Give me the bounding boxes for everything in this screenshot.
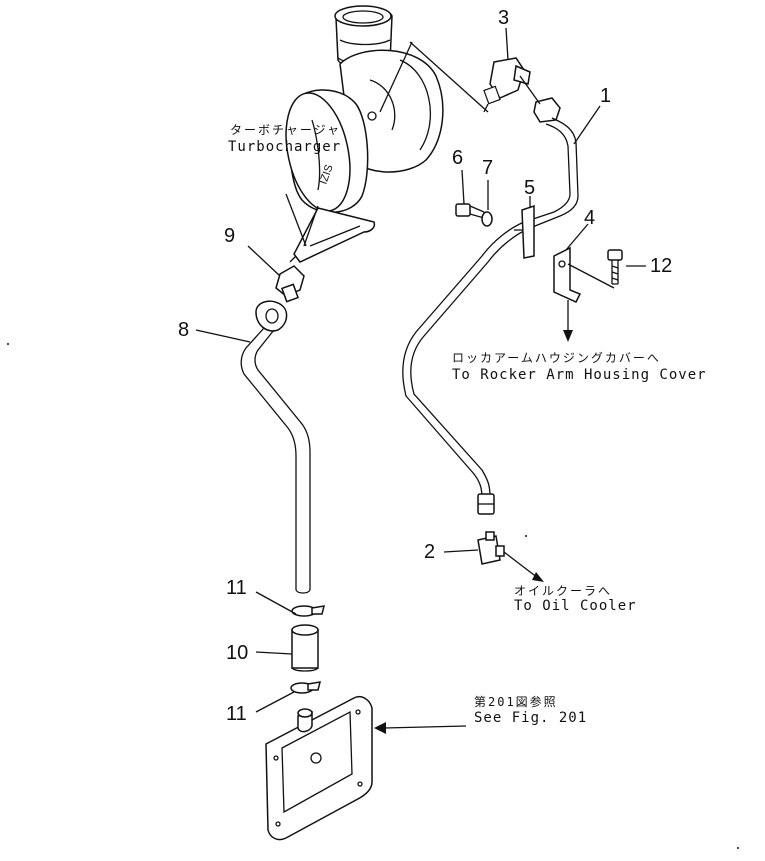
callout-12: 12 <box>650 255 673 277</box>
rocker-label-jp: ロッカアームハウジングカバーへ <box>452 351 661 365</box>
callout-3: 3 <box>498 7 510 29</box>
part-5-clip <box>514 204 535 259</box>
callout-8: 8 <box>178 319 190 341</box>
part-3-elbow-fitting <box>483 57 531 113</box>
part-2-tee-fitting <box>477 531 505 565</box>
part-4-bracket <box>553 246 615 303</box>
turbocharger: IZIS <box>285 5 444 263</box>
turbocharger-label-jp: ターボチャージャ <box>230 123 342 137</box>
part-7-washer <box>481 211 493 227</box>
callout-6: 6 <box>452 147 464 169</box>
callout-11-lower: 11 <box>226 703 247 725</box>
callout-5: 5 <box>524 177 536 199</box>
part-11-clamp-lower <box>290 681 322 694</box>
fig-ref-label-jp: 第201図参照 <box>474 695 558 709</box>
fig-ref-label-en: See Fig. 201 <box>474 710 588 726</box>
part-10-hose <box>291 624 319 672</box>
callout-9: 9 <box>224 225 236 247</box>
callout-10: 10 <box>226 642 249 664</box>
rocker-label-en: To Rocker Arm Housing Cover <box>452 367 707 383</box>
part-12-bolt <box>607 249 623 285</box>
part-9-adapter <box>275 255 305 303</box>
callout-4: 4 <box>584 207 596 229</box>
callout-1: 1 <box>600 85 612 107</box>
oil-cooler-label-jp: オイルクーラへ <box>514 584 613 598</box>
callout-11-upper: 11 <box>226 577 247 599</box>
cover-plate <box>265 696 373 841</box>
callout-2: 2 <box>424 541 436 563</box>
part-8-drain-pipe <box>240 300 311 594</box>
part-11-clamp-upper <box>291 605 326 617</box>
part-6-bolt <box>455 203 485 219</box>
oil-cooler-label-en: To Oil Cooler <box>514 598 637 614</box>
turbocharger-label-en: Turbocharger <box>228 139 342 155</box>
callout-7: 7 <box>482 157 494 179</box>
